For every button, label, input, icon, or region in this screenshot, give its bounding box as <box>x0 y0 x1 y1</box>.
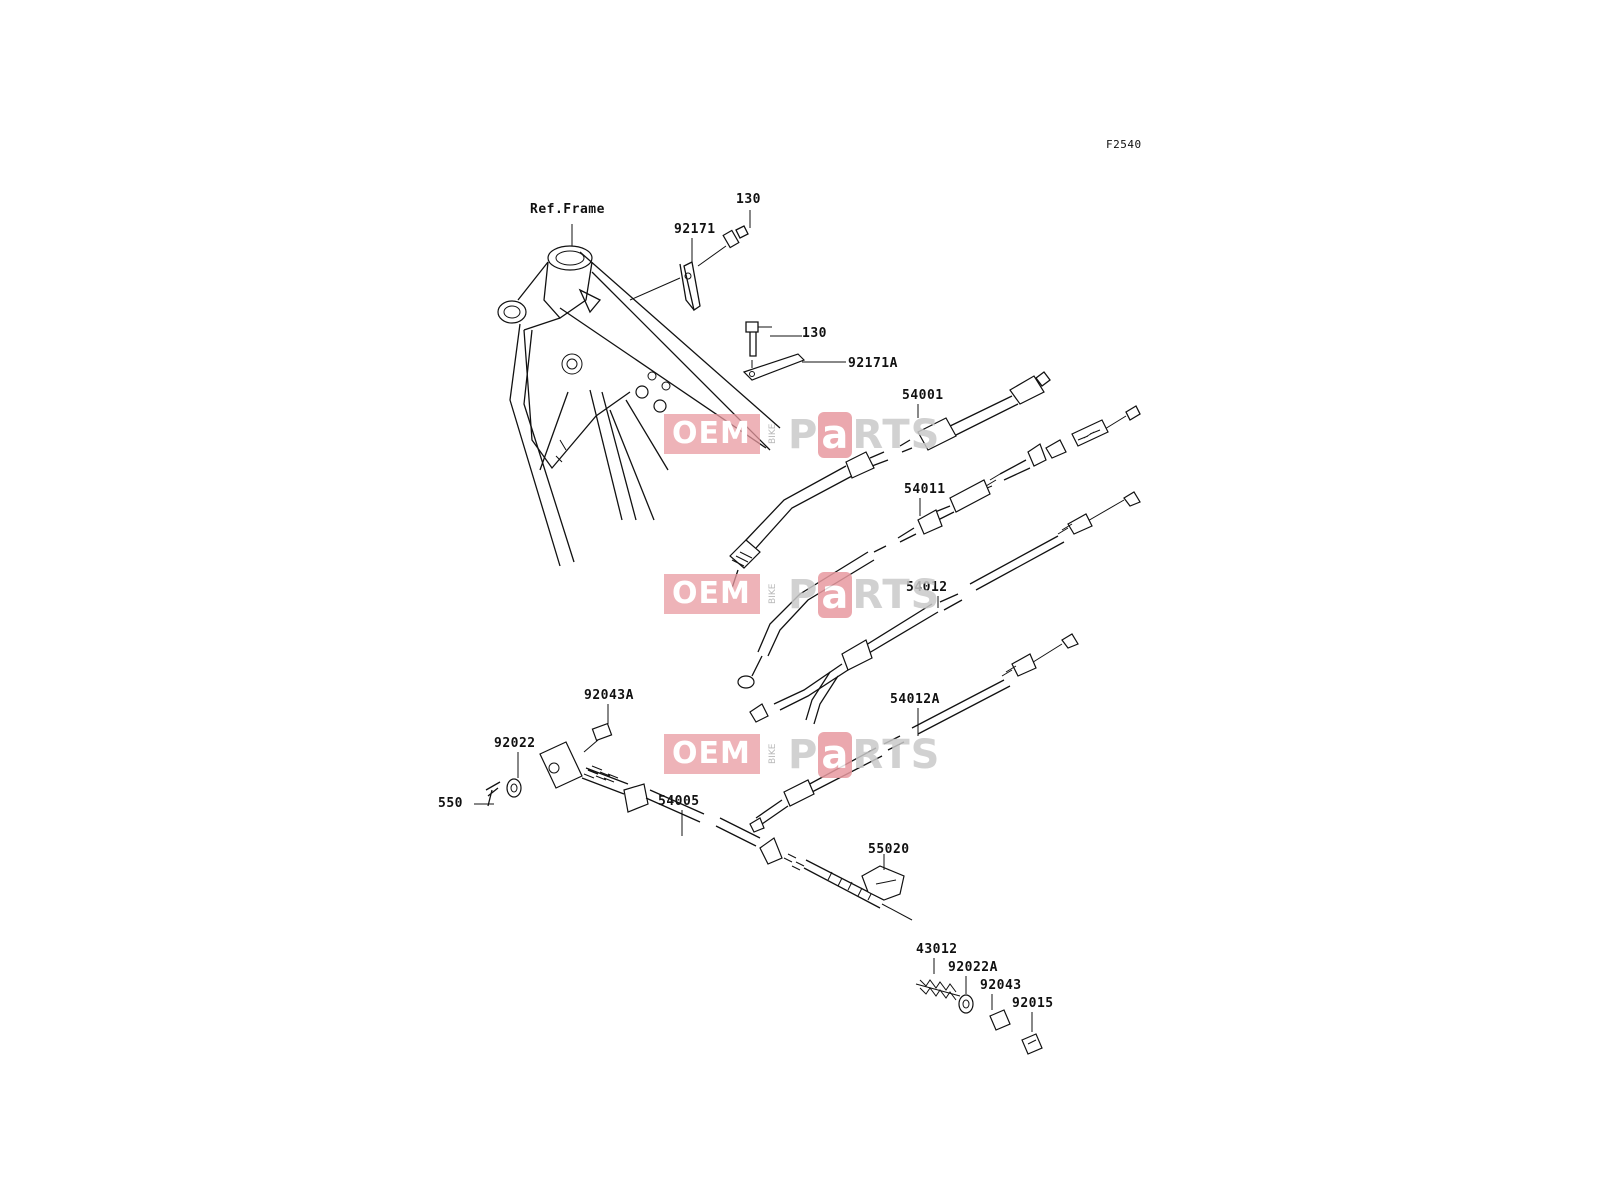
callout-55020[interactable]: 55020 <box>868 842 910 857</box>
bracket-92171A-drawing <box>742 321 806 381</box>
small-parts-drawing <box>861 865 1043 1055</box>
bracket-92171-drawing <box>629 225 749 312</box>
callout-130-lower[interactable]: 130 <box>802 326 827 341</box>
cable-54011-drawing <box>737 405 1141 689</box>
callout-92015[interactable]: 92015 <box>1012 996 1054 1011</box>
callout-92043A[interactable]: 92043A <box>584 688 634 703</box>
callout-54012A[interactable]: 54012A <box>890 692 940 707</box>
callout-130-upper[interactable]: 130 <box>736 192 761 207</box>
leader-lines <box>474 210 1033 1032</box>
cable-54012A-drawing <box>749 633 1079 833</box>
callout-54001[interactable]: 54001 <box>902 388 944 403</box>
cable-54012-drawing <box>749 491 1141 725</box>
figure-code: F2540 <box>1106 138 1142 151</box>
callout-54012[interactable]: 54012 <box>906 580 948 595</box>
callout-92171[interactable]: 92171 <box>674 222 716 237</box>
callout-92043[interactable]: 92043 <box>980 978 1022 993</box>
callout-92022A[interactable]: 92022A <box>948 960 998 975</box>
callout-92171A[interactable]: 92171A <box>848 356 898 371</box>
cable-54005-drawing <box>485 722 913 921</box>
callout-54011[interactable]: 54011 <box>904 482 946 497</box>
callout-54005[interactable]: 54005 <box>658 794 700 809</box>
callout-92022[interactable]: 92022 <box>494 736 536 751</box>
frame-drawing <box>497 245 781 567</box>
cable-54001-drawing <box>729 371 1051 589</box>
callout-550[interactable]: 550 <box>438 796 463 811</box>
ref-frame-label: Ref.Frame <box>530 202 605 217</box>
callout-43012[interactable]: 43012 <box>916 942 958 957</box>
